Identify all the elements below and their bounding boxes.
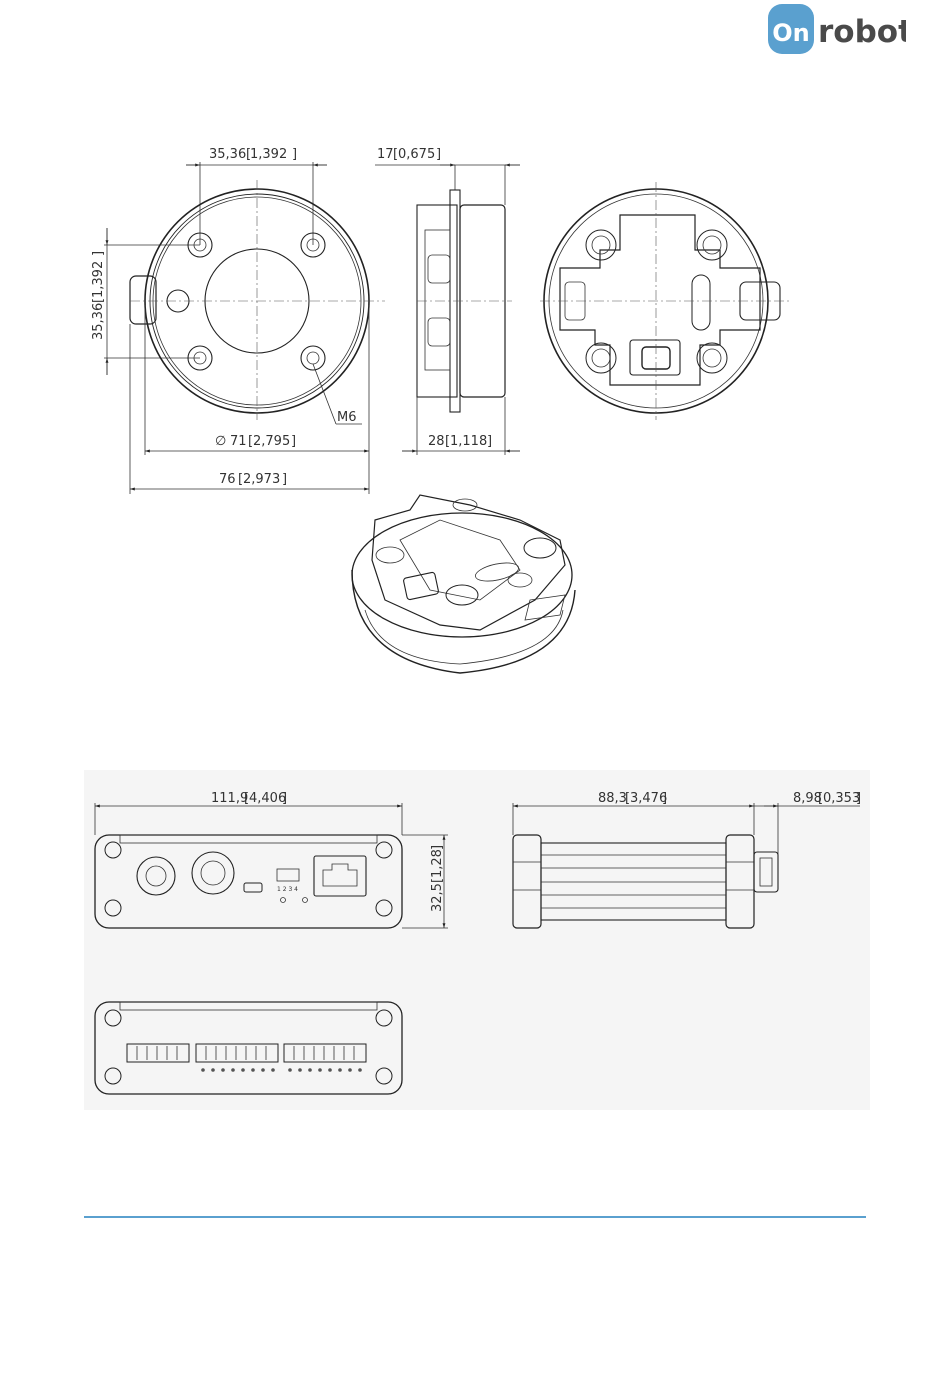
svg-text:]: ] [292,147,297,162]
quick-changer-back-view [540,182,790,420]
dim-bolt-spacing-v: 35,36 [91,303,106,340]
bolt-holes [188,233,325,370]
dim-flange-thickness-in: 0,675 [398,147,435,162]
svg-text:]: ] [430,845,445,850]
diameter-symbol: ∅ [215,434,226,449]
dim-diameter: 71 [230,434,247,449]
thread-label: M6 [337,410,357,425]
dip-switch-numbers: 1 2 3 4 [277,886,298,893]
svg-text:[: [ [246,147,251,162]
dim-overall-width: 76 [219,472,236,487]
svg-text:]: ] [487,434,492,449]
screw-heads [586,230,727,373]
dim-bolt-spacing-h: 35,36 [209,147,246,162]
dim-flange-thickness: 17 [377,147,394,162]
dim-bolt-spacing-v-in: 1,392 [91,261,106,298]
dim-height: 28 [428,434,445,449]
svg-text:]: ] [856,791,861,806]
dim-box-length: 88,3 [598,791,627,806]
dim-connector-depth-in: 0,353 [823,791,860,806]
compute-box-panel [84,770,870,1110]
dim-box-height: 32,5 [430,883,445,912]
dim-bolt-spacing-h-in: 1,392 [250,147,287,162]
svg-text:]: ] [282,791,287,806]
svg-text:]: ] [91,251,106,256]
quick-changer-side-view: 17 [ 0,675 ] 28 [ 1,118 ] [375,147,520,455]
dim-box-width-in: 4,406 [249,791,286,806]
svg-text:]: ] [662,791,667,806]
svg-text:]: ] [436,147,441,162]
quick-changer-isometric [352,495,575,673]
footer-divider [84,1216,866,1218]
svg-text:]: ] [291,434,296,449]
dim-height-in: 1,118 [450,434,487,449]
dim-overall-width-in: 2,973 [243,472,280,487]
dim-box-height-in: 1,28 [430,849,445,878]
svg-text:]: ] [282,472,287,487]
dim-box-width: 111,9 [211,791,248,806]
quick-changer-front-view: 35,36 1,392 [ ] 35,36 [ 1,392 ] [91,147,385,494]
dim-diameter-in: 2,795 [253,434,290,449]
